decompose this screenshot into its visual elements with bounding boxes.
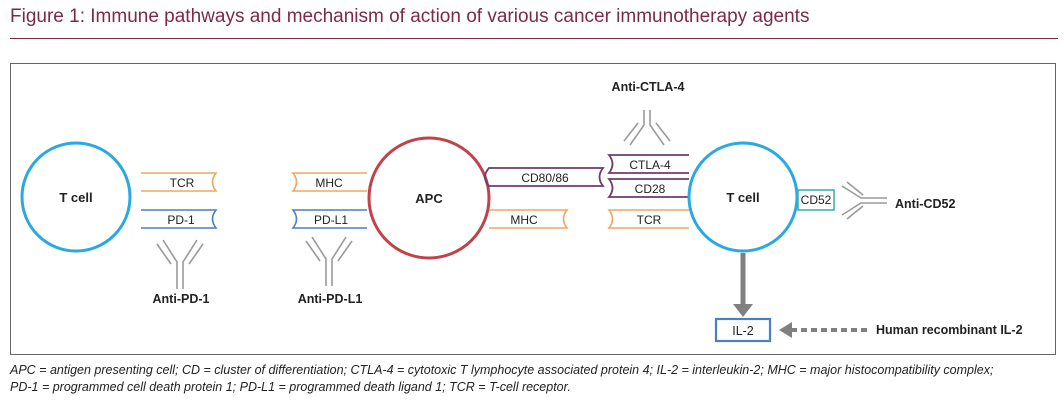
left-t-cell-label: T cell — [59, 190, 92, 205]
il2-label: IL-2 — [732, 324, 754, 338]
left-tcr-receptor — [141, 172, 218, 192]
ctla4-label: CTLA-4 — [629, 158, 671, 172]
cd52-label: CD52 — [801, 193, 832, 207]
caption-line: APC = antigen presenting cell; CD = clus… — [10, 363, 994, 377]
right-tcr-receptor — [607, 209, 689, 229]
il2-box — [714, 317, 772, 343]
left-tcr-label: TCR — [170, 176, 195, 190]
left-mhc-receptor — [291, 172, 367, 192]
pdl1-label: PD-L1 — [314, 213, 348, 227]
cd28-receptor — [607, 178, 689, 198]
t-cell-to-il2-arrowhead — [733, 304, 753, 317]
right-mhc-receptor — [489, 209, 569, 229]
recombinant-il2-arrowhead — [779, 322, 792, 338]
figure-title: Figure 1: Immune pathways and mechanism … — [10, 6, 810, 27]
anti-pdl1-label: Anti-PD-L1 — [298, 292, 363, 306]
right-mhc-label: MHC — [510, 213, 538, 227]
pd1-label: PD-1 — [167, 213, 195, 227]
anti-pd1-antibody-icon — [156, 239, 204, 289]
right-t-cell — [687, 141, 799, 253]
cd80-86-label: CD80/86 — [521, 171, 569, 185]
immune-pathway-diagram: T cell TCR PD-1 Anti-PD-1 MHC PD-L1 Anti… — [20, 80, 1023, 343]
right-tcr-label: TCR — [637, 213, 662, 227]
right-t-cell-label: T cell — [726, 190, 759, 205]
left-t-cell — [20, 141, 132, 253]
recombinant-il2-label: Human recombinant IL-2 — [876, 323, 1023, 337]
anti-cd52-label: Anti-CD52 — [895, 197, 955, 211]
left-mhc-label: MHC — [315, 176, 343, 190]
apc-label: APC — [415, 191, 443, 206]
anti-pdl1-antibody-icon — [305, 236, 353, 286]
pdl1-receptor — [291, 209, 367, 229]
cd80-86-receptor — [484, 167, 605, 187]
anti-pd1-label: Anti-PD-1 — [153, 292, 210, 306]
cd52-box — [797, 189, 835, 211]
title-rule — [10, 38, 1058, 39]
anti-cd52-antibody-icon — [841, 181, 887, 220]
anti-ctla4-antibody-icon — [623, 110, 671, 146]
ctla4-receptor — [607, 154, 689, 174]
caption-line: PD-1 = programmed cell death protein 1; … — [10, 380, 571, 394]
cd28-label: CD28 — [635, 182, 666, 196]
anti-ctla4-label: Anti-CTLA-4 — [612, 80, 685, 94]
pd1-receptor — [141, 209, 218, 229]
diagram-frame: T cell TCR PD-1 Anti-PD-1 MHC PD-L1 Anti… — [10, 63, 1056, 355]
figure-caption: APC = antigen presenting cell; CD = clus… — [10, 362, 1058, 396]
apc-cell — [367, 136, 491, 260]
